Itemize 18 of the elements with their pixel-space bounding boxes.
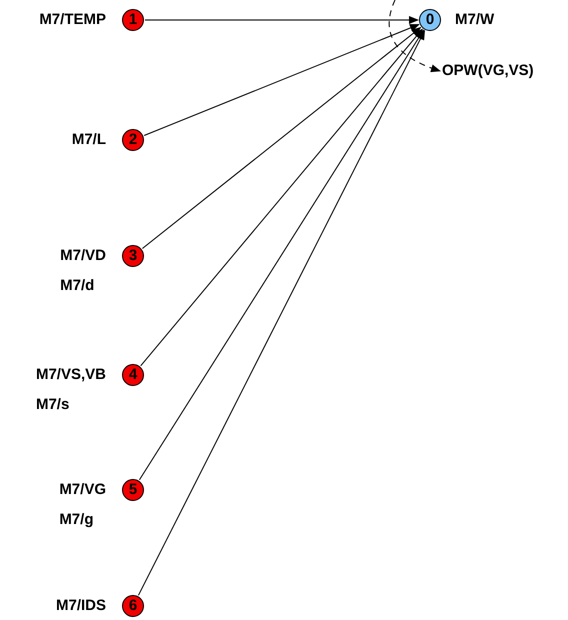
arrow xyxy=(138,30,426,596)
dashed-arc-arrow xyxy=(388,0,441,72)
arrow xyxy=(138,29,424,480)
node-label: M7/d xyxy=(60,276,96,296)
node-label: M7/L xyxy=(72,130,106,150)
arrow xyxy=(144,16,419,24)
arrow xyxy=(140,28,423,366)
node-label: M7/s xyxy=(36,395,70,415)
arrow xyxy=(144,24,420,136)
node-label: M7/IDS xyxy=(56,596,106,616)
node-label: M7/TEMP xyxy=(39,10,106,30)
node-label: M7/W xyxy=(455,10,494,30)
node-label: M7/VS,VB xyxy=(36,365,106,385)
node-label: M7/g xyxy=(59,510,94,530)
node-label: M7/VG xyxy=(59,480,106,500)
output-label: OPW(VG,VS) xyxy=(442,60,566,82)
node-label: M7/VD xyxy=(60,246,106,266)
arrow xyxy=(142,26,422,250)
